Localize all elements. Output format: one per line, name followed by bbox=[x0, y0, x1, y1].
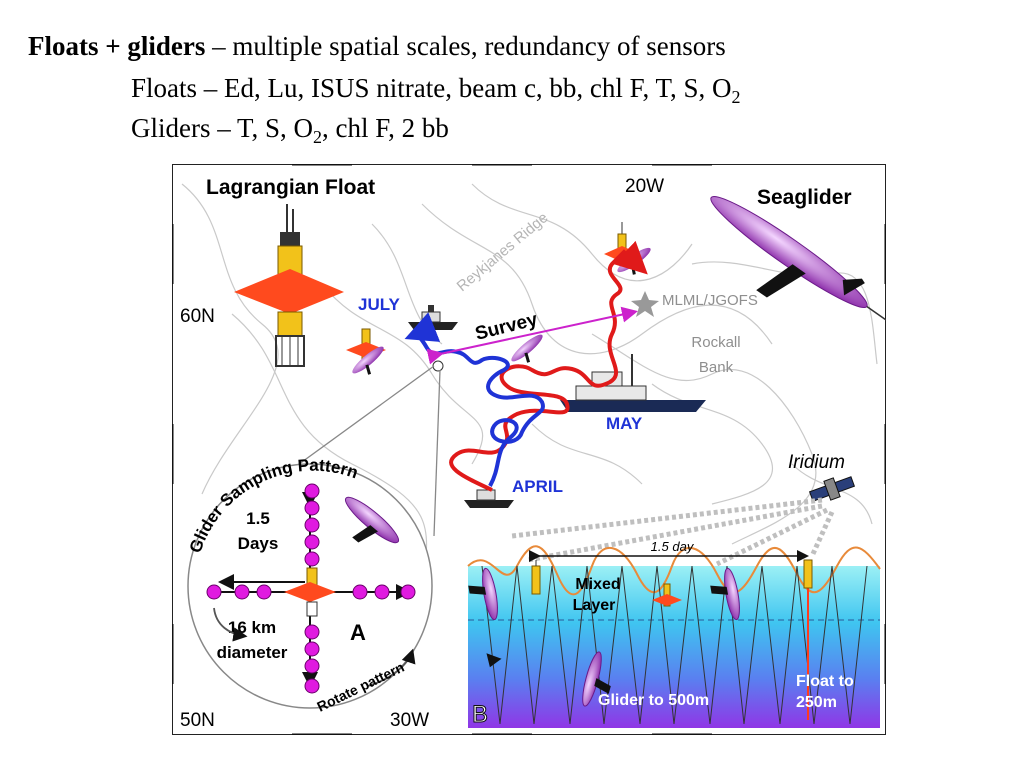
satellite-icon bbox=[808, 476, 856, 502]
diameter-unit: diameter bbox=[217, 643, 288, 662]
lat-bottom-label: 50N bbox=[180, 710, 215, 731]
float-sensors-sub: 2 bbox=[731, 87, 741, 107]
station-label: MLML/JGOFS bbox=[662, 292, 758, 309]
seaglider-icon bbox=[710, 195, 886, 345]
glider-depth-label: Glider to 500m bbox=[598, 692, 709, 709]
lat-top-label: 60N bbox=[180, 306, 215, 327]
glider-icon-west bbox=[352, 346, 384, 375]
header-title-rest: – multiple spatial scales, redundancy of… bbox=[205, 31, 726, 61]
float-depth-label-1: Float to bbox=[796, 673, 854, 690]
station-star-icon bbox=[631, 291, 659, 317]
survey-arrow bbox=[426, 306, 638, 365]
april-label: APRIL bbox=[512, 477, 563, 496]
mixed-layer-label-1: Mixed bbox=[575, 576, 620, 593]
float-sensors-text: Floats – Ed, Lu, ISUS nitrate, beam c, b… bbox=[131, 73, 732, 103]
mixed-layer-label-2: Layer bbox=[573, 597, 616, 614]
zoom-origin-marker bbox=[432, 360, 444, 372]
lagrangian-float-icon bbox=[234, 204, 344, 367]
glider-sensors-pre: Gliders – T, S, O bbox=[131, 113, 313, 143]
zoom-line-right bbox=[433, 369, 441, 537]
days-value: 1.5 bbox=[246, 509, 270, 528]
panel-b-label: B bbox=[472, 701, 488, 728]
header-line-2: Floats – Ed, Lu, ISUS nitrate, beam c, b… bbox=[131, 72, 741, 107]
ship-icon-april bbox=[464, 489, 514, 508]
seaglider-title: Seaglider bbox=[757, 186, 852, 209]
may-label: MAY bbox=[606, 414, 643, 433]
july-label: JULY bbox=[358, 295, 401, 314]
glider-sensors-post: , chl F, 2 bb bbox=[322, 113, 449, 143]
bank-label-2: Bank bbox=[699, 359, 734, 376]
glider-sensors-sub: 2 bbox=[313, 127, 322, 147]
day-span-label: 1.5 day bbox=[651, 539, 695, 554]
sampling-pattern-panel: Glider Sampling Pattern 1.5 Days 16 km d… bbox=[186, 456, 433, 715]
header-line-3: Gliders – T, S, O2, chl F, 2 bb bbox=[131, 112, 449, 147]
iridium-beams bbox=[511, 497, 835, 567]
header-title-bold: Floats + gliders bbox=[28, 31, 206, 61]
lon-bottom-label: 30W bbox=[390, 710, 429, 731]
bank-label-1: Rockall bbox=[691, 334, 740, 351]
float-glider-figure: Lagrangian Float Seaglider 20W 60N 50N 3… bbox=[172, 164, 886, 735]
ship-icon-may bbox=[560, 354, 706, 412]
lagrangian-float-title: Lagrangian Float bbox=[206, 176, 375, 199]
lon-top-label: 20W bbox=[625, 176, 664, 197]
iridium-label: Iridium bbox=[788, 452, 845, 473]
days-unit: Days bbox=[238, 534, 279, 553]
header-line-1: Floats + gliders – multiple spatial scal… bbox=[28, 30, 726, 62]
ocean-section-panel-b: 1.5 day Mixed Layer Glider to 500m Float… bbox=[467, 539, 881, 729]
panel-a-label: A bbox=[350, 620, 366, 645]
float-depth-label-2: 250m bbox=[796, 694, 837, 711]
